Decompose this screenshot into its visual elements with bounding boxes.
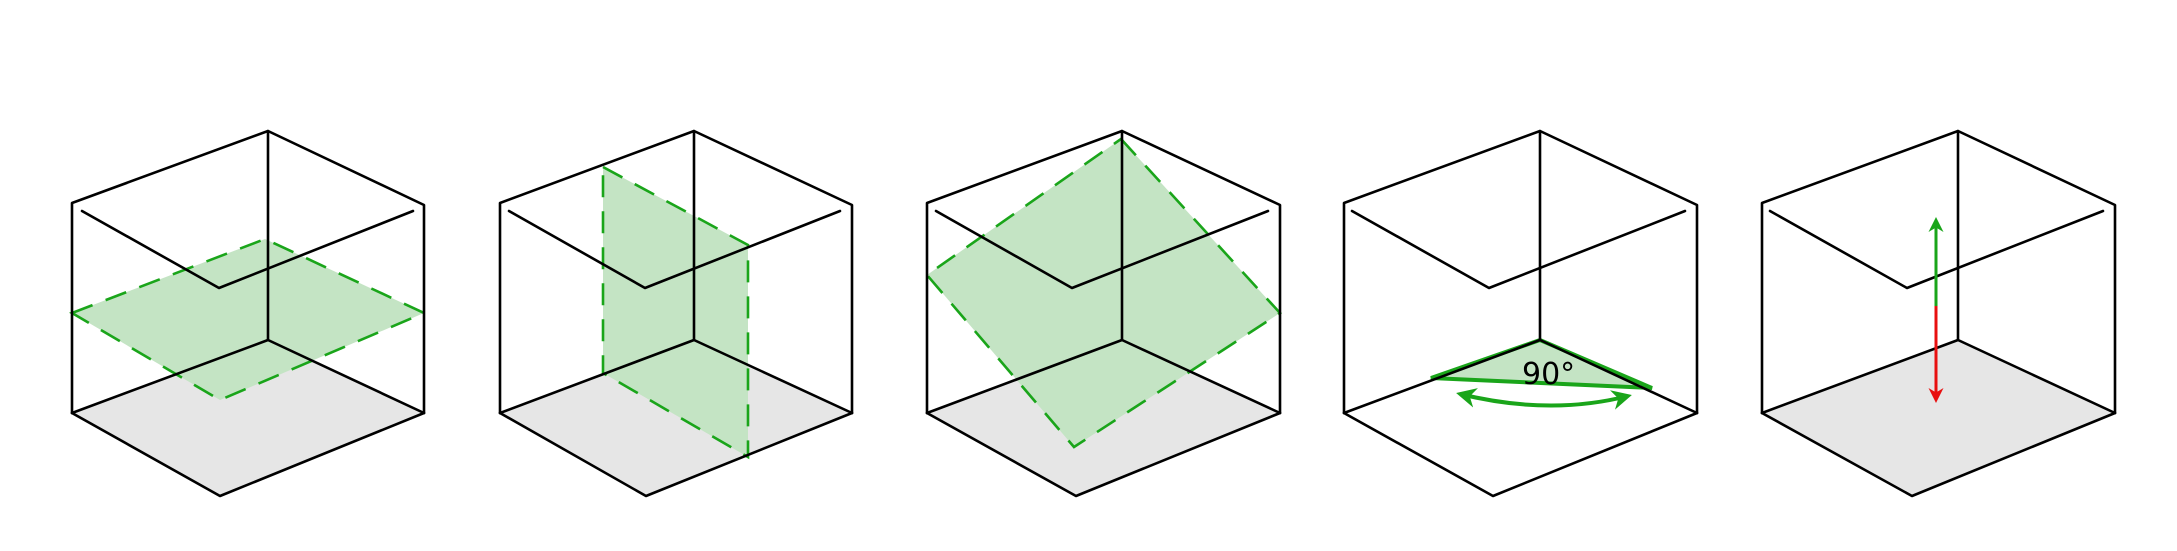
panel-right-angle: 90°	[1342, 129, 1699, 498]
angle-label: 90°	[1522, 357, 1575, 392]
tilted-plane	[925, 137, 1282, 449]
cube-edges	[925, 129, 1282, 498]
cube-edges	[498, 129, 854, 498]
angle-arc	[1456, 388, 1632, 410]
panel-up-down-arrows	[1760, 129, 2117, 498]
cube-edges	[1760, 129, 2117, 498]
panel-tilted-plane	[925, 129, 1282, 498]
panel-horizontal-plane	[69, 129, 428, 498]
floor	[500, 340, 852, 496]
panel-vertical-plane	[498, 129, 854, 498]
floor	[72, 340, 424, 496]
floor	[1762, 340, 2115, 496]
cube-edges	[70, 129, 426, 498]
horizontal-plane	[69, 237, 428, 402]
cube-edges	[1342, 129, 1699, 498]
vertical-plane	[601, 164, 750, 460]
